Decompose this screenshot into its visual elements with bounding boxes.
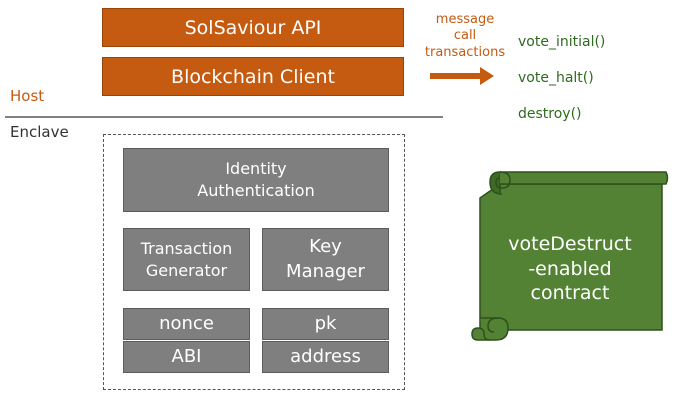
contract-line-3: contract xyxy=(530,282,610,305)
blockchain-client-bar: Blockchain Client xyxy=(102,57,404,96)
pk-box: pk xyxy=(262,308,389,340)
host-label: Host xyxy=(10,87,45,105)
contract-scroll-icon xyxy=(471,171,669,341)
abi-label: ABI xyxy=(171,345,202,367)
destroy-function: destroy() xyxy=(518,106,582,122)
right-arrow-icon xyxy=(430,67,494,85)
identity-authentication-label: Identity Authentication xyxy=(197,159,315,200)
pk-label: pk xyxy=(314,312,337,334)
host-enclave-divider xyxy=(5,116,443,118)
message-line-2: call xyxy=(453,28,477,44)
enclave-label: Enclave xyxy=(10,123,69,141)
transaction-generator-box: Transaction Generator xyxy=(123,228,250,291)
nonce-box: nonce xyxy=(123,308,250,340)
message-line-1: message xyxy=(435,12,495,27)
nonce-label: nonce xyxy=(159,312,214,334)
solsaviour-api-label: SolSaviour API xyxy=(184,16,322,39)
vote-initial-function: vote_initial() xyxy=(518,34,606,50)
contract-line-2: -enabled xyxy=(528,257,612,280)
key-manager-box: Key Manager xyxy=(262,228,389,291)
contract-line-1: voteDestruct xyxy=(508,232,632,255)
identity-authentication-box: Identity Authentication xyxy=(123,148,389,212)
message-line-3: transactions xyxy=(424,44,506,60)
message-call-transactions-text: message call transactions xyxy=(420,12,510,61)
contract-label: voteDestruct -enabled contract xyxy=(485,224,655,314)
address-box: address xyxy=(262,341,389,373)
solsaviour-api-bar: SolSaviour API xyxy=(102,8,404,47)
vote-halt-function: vote_halt() xyxy=(518,70,594,86)
blockchain-client-label: Blockchain Client xyxy=(171,65,335,88)
key-manager-label: Key Manager xyxy=(286,236,365,282)
address-label: address xyxy=(290,345,361,367)
abi-box: ABI xyxy=(123,341,250,373)
transaction-generator-label: Transaction Generator xyxy=(140,238,233,280)
enclave-container xyxy=(103,134,405,390)
